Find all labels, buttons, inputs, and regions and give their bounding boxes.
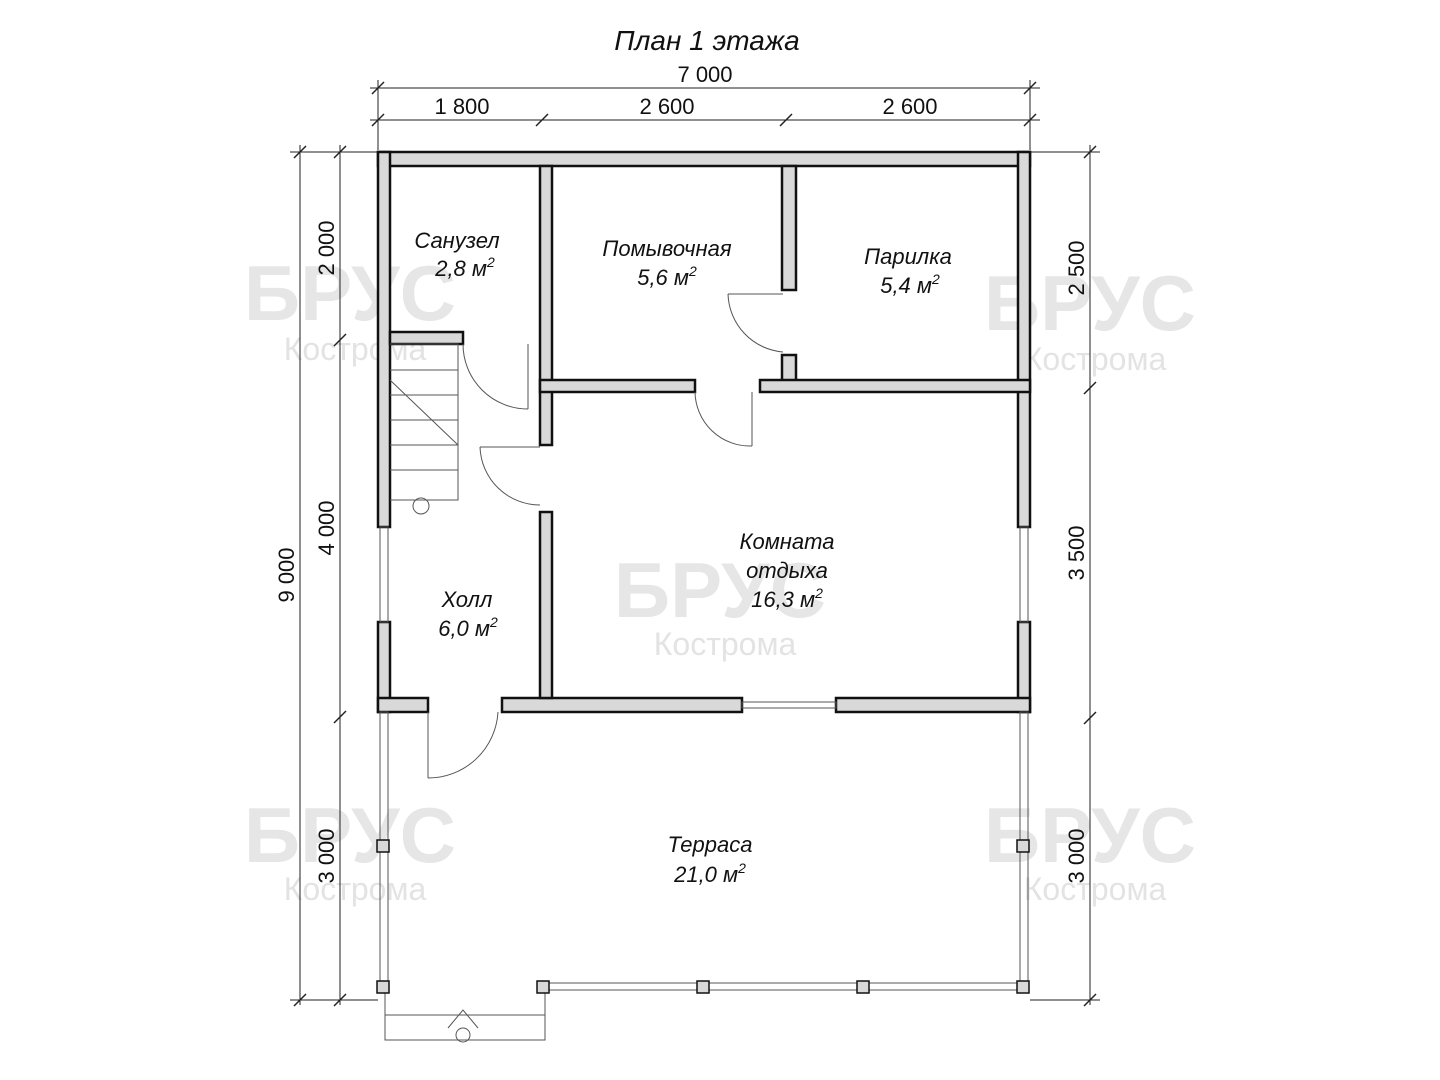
room-sanuzel: Санузел 2,8 м2 — [414, 228, 499, 281]
dimension-lines — [290, 80, 1100, 1007]
svg-text:Санузел: Санузел — [414, 228, 499, 253]
room-komnata-otdykha: Комната отдыха 16,3 м2 — [740, 529, 835, 612]
svg-text:6,0 м2: 6,0 м2 — [438, 614, 498, 641]
svg-text:Холл: Холл — [441, 587, 493, 612]
dim-right-3: 3 000 — [1064, 828, 1089, 883]
svg-text:Кострома: Кострома — [1024, 871, 1167, 907]
svg-text:Кострома: Кострома — [654, 626, 797, 662]
svg-text:БРУС: БРУС — [244, 249, 456, 337]
svg-text:БРУС: БРУС — [614, 546, 826, 634]
svg-text:Помывочная: Помывочная — [602, 236, 731, 261]
svg-text:16,3 м2: 16,3 м2 — [751, 585, 823, 612]
room-holl: Холл 6,0 м2 — [438, 587, 498, 641]
walls — [376, 150, 1032, 714]
svg-text:5,4 м2: 5,4 м2 — [880, 271, 940, 298]
room-pomyvochnaya: Помывочная 5,6 м2 — [602, 236, 731, 290]
svg-text:отдыха: отдыха — [746, 558, 828, 583]
dim-left-total: 9 000 — [274, 547, 299, 602]
dim-top-total: 7 000 — [677, 62, 732, 87]
svg-text:21,0 м2: 21,0 м2 — [673, 860, 746, 887]
room-terrasa: Терраса 21,0 м2 — [668, 832, 753, 887]
svg-text:Кострома: Кострома — [1024, 341, 1167, 377]
openings — [379, 293, 1029, 779]
dim-top-3: 2 600 — [882, 94, 937, 119]
svg-text:2,8 м2: 2,8 м2 — [434, 254, 495, 281]
dim-top-2: 2 600 — [639, 94, 694, 119]
room-parilka: Парилка 5,4 м2 — [864, 244, 952, 298]
svg-text:Терраса: Терраса — [668, 832, 753, 857]
svg-text:Кострома: Кострома — [284, 871, 427, 907]
dim-right-2: 3 500 — [1064, 525, 1089, 580]
dim-right-1: 2 500 — [1064, 240, 1089, 295]
dim-top-1: 1 800 — [434, 94, 489, 119]
svg-text:БРУС: БРУС — [244, 791, 456, 879]
svg-text:Комната: Комната — [740, 529, 835, 554]
plan-title: План 1 этажа — [614, 25, 799, 56]
dim-left-2: 4 000 — [314, 500, 339, 555]
terrace — [376, 711, 1030, 1043]
dim-left-1: 2 000 — [314, 220, 339, 275]
svg-text:Парилка: Парилка — [864, 244, 952, 269]
dim-left-3: 3 000 — [314, 828, 339, 883]
svg-text:5,6 м2: 5,6 м2 — [637, 263, 697, 290]
